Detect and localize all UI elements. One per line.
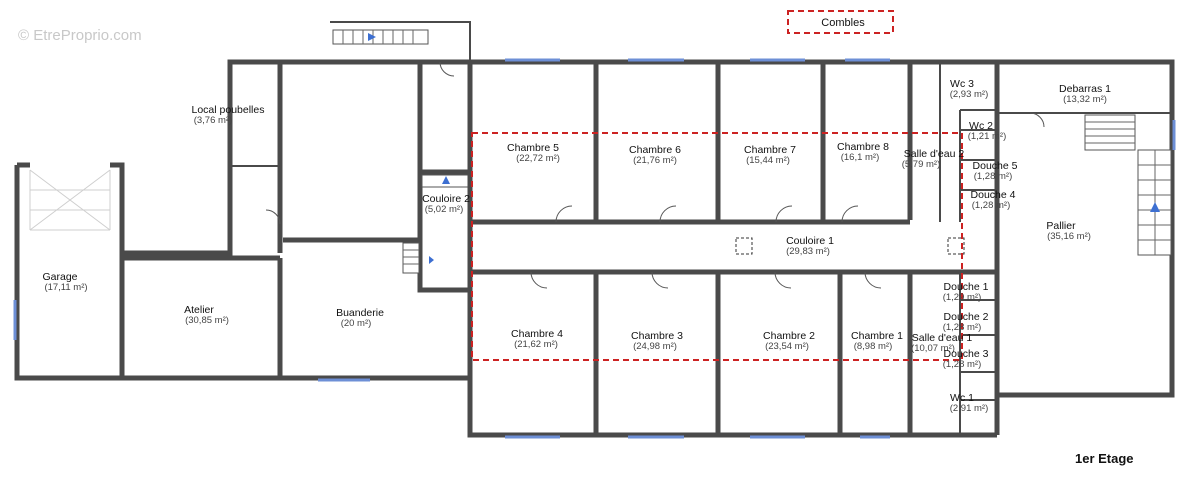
- room-name: Salle d'eau 2: [904, 148, 965, 160]
- floor-label: 1er Etage: [1075, 451, 1134, 466]
- doors: [265, 61, 1045, 289]
- room-area: (35,16 m²): [1047, 231, 1091, 242]
- room-area: (5,79 m²): [902, 159, 941, 170]
- room-area: (30,85 m²): [185, 315, 229, 326]
- top-stair: [330, 21, 471, 60]
- dashed-marker-1: [735, 237, 753, 255]
- room-area: (2,93 m²): [950, 89, 989, 100]
- room-name: Douche 1: [944, 281, 989, 293]
- room-name: Salle d'eau 1: [912, 332, 973, 344]
- room-name: Couloire 2: [422, 193, 470, 205]
- room-labels: Local poubelles (3,76 m²) Garage (17,11 …: [42, 78, 1111, 414]
- garage-structure: [14, 162, 125, 381]
- room-area: (29,83 m²): [786, 246, 830, 257]
- room-area: (1,28 m²): [974, 171, 1013, 182]
- room-area: (23,54 m²): [765, 341, 809, 352]
- room-area: (22,72 m²): [516, 153, 560, 164]
- room-name: Pallier: [1046, 220, 1076, 232]
- room-name: Atelier: [184, 304, 214, 316]
- room-name: Douche 3: [944, 348, 989, 360]
- room-area: (1,28 m²): [943, 322, 982, 333]
- room-name: Chambre 3: [631, 330, 683, 342]
- room-area: (21,76 m²): [633, 155, 677, 166]
- room-area: (15,44 m²): [746, 155, 790, 166]
- room-name: Douche 2: [944, 311, 989, 323]
- room-area: (1,28 m²): [943, 359, 982, 370]
- room-area: (10,07 m²): [911, 343, 955, 354]
- pallier-walls: [997, 59, 1176, 398]
- room-name: Local poubelles: [192, 104, 265, 116]
- couloire2-stair: [402, 174, 469, 274]
- room-name: Chambre 2: [763, 330, 815, 342]
- combles-legend-label: Combles: [821, 17, 865, 29]
- room-area: (16,1 m²): [841, 152, 880, 163]
- room-name: Chambre 5: [507, 142, 559, 154]
- room-name: Buanderie: [336, 307, 384, 319]
- room-area: (13,32 m²): [1063, 94, 1107, 105]
- room-area: (5,02 m²): [425, 204, 464, 215]
- room-area: (2,91 m²): [950, 403, 989, 414]
- room-name: Debarras 1: [1059, 83, 1111, 95]
- room-name: Chambre 4: [511, 328, 563, 340]
- combles-outline: [471, 132, 963, 361]
- room-area: (1,29 m²): [943, 292, 982, 303]
- room-area: (24,98 m²): [633, 341, 677, 352]
- room-area: (21,62 m²): [514, 339, 558, 350]
- right-wing-walls: [467, 58, 1000, 439]
- room-name: Chambre 8: [837, 141, 889, 153]
- combles-legend-box: [787, 10, 894, 34]
- watermark: © EtreProprio.com: [18, 27, 142, 44]
- room-area: (1,21 m²): [968, 131, 1007, 142]
- room-area: (17,11 m²): [44, 282, 87, 293]
- room-name: Chambre 1: [851, 330, 903, 342]
- room-name: Douche 4: [971, 189, 1016, 201]
- room-area: (1,28 m²): [972, 200, 1011, 211]
- room-area: (20 m²): [341, 318, 372, 329]
- room-name: Garage: [42, 271, 77, 283]
- room-area: (8,98 m²): [854, 341, 893, 352]
- room-name: Wc 3: [950, 78, 974, 90]
- room-name: Wc 1: [950, 392, 974, 404]
- room-name: Chambre 6: [629, 144, 681, 156]
- room-name: Douche 5: [973, 160, 1018, 172]
- dashed-marker-2: [947, 237, 965, 255]
- room-name: Couloire 1: [786, 235, 834, 247]
- room-area: (3,76 m²): [194, 115, 233, 126]
- room-name: Wc 2: [969, 120, 993, 132]
- room-name: Chambre 7: [744, 144, 796, 156]
